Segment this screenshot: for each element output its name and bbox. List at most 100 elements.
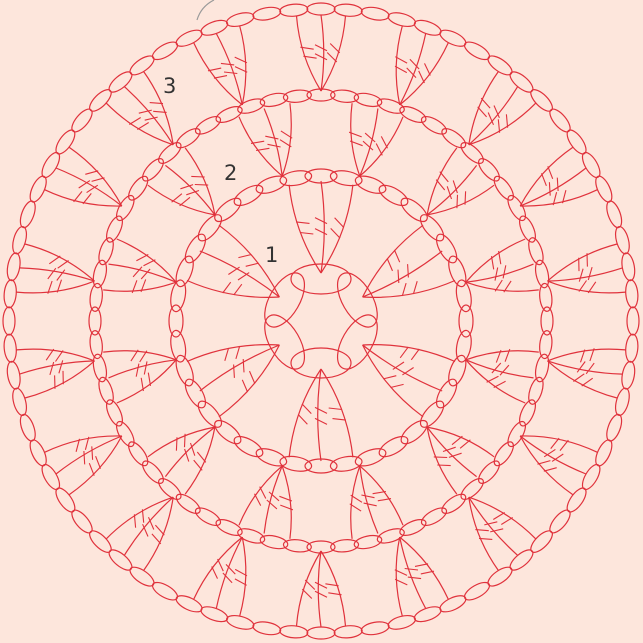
round-2-treble <box>282 103 291 176</box>
round-2-treble-bar <box>492 256 494 269</box>
round-1-treble-bar <box>234 365 235 378</box>
round-2-chain <box>169 305 183 337</box>
outer-edge-chain <box>604 199 625 229</box>
round-1-treble-bar <box>236 346 240 359</box>
round-2-treble-bar <box>191 176 204 177</box>
round-3-treble-bar <box>579 281 587 292</box>
round-2-treble-bar <box>185 434 186 447</box>
outer-edge-chain <box>592 438 615 468</box>
round-2-treble-bar <box>180 197 190 206</box>
round-3-treble-bar <box>542 173 547 186</box>
round-1-treble-bar <box>298 415 307 425</box>
round-3-chain <box>475 458 503 487</box>
round-3-treble <box>396 26 402 105</box>
round-3-treble-bar <box>586 363 594 374</box>
round-2-chain <box>181 231 209 266</box>
round-1-treble-bar <box>225 348 229 361</box>
round-2-treble <box>466 360 534 378</box>
round-3-treble-bar <box>85 171 98 175</box>
round-2-treble <box>360 109 378 177</box>
outer-edge-chain <box>625 334 639 363</box>
round-1-treble-bar <box>300 233 313 235</box>
round-2-treble <box>103 282 176 291</box>
outer-edge-chain <box>10 387 29 417</box>
round-3-treble <box>25 244 95 281</box>
round-2-treble <box>165 427 215 477</box>
round-2-treble-bar <box>195 185 208 186</box>
round-1-treble-bar <box>296 222 309 224</box>
round-3-treble-bar <box>506 114 507 127</box>
round-3-treble <box>400 537 449 599</box>
round-3-treble-bar <box>588 282 596 293</box>
round-3-treble-bar <box>46 349 54 360</box>
round-3-treble-bar <box>421 571 434 574</box>
round-label-2: 2 <box>224 161 237 185</box>
round-1-treble-bar <box>246 263 259 266</box>
outer-edge-chain <box>279 3 308 17</box>
round-label-1: 1 <box>265 243 278 267</box>
outer-edge-chain <box>86 527 114 555</box>
round-2-treble-bar <box>436 180 445 190</box>
round-2-treble <box>427 165 477 215</box>
round-2-treble-bar <box>434 457 447 458</box>
round-3-treble <box>321 551 346 626</box>
outer-edge-chain <box>360 620 390 637</box>
round-3-chain <box>491 439 517 469</box>
round-3-chain <box>103 398 125 428</box>
round-2-treble-bar <box>376 144 382 156</box>
round-3-treble <box>548 361 623 374</box>
round-3-treble-bar <box>92 446 93 459</box>
round-2-chain <box>376 433 411 461</box>
round-3-treble-bar <box>395 66 407 72</box>
outer-edge-chain <box>620 252 637 282</box>
outer-edge-chain <box>225 613 255 632</box>
round-1-treble-bar <box>223 282 231 293</box>
outer-edge-chain <box>3 307 15 335</box>
round-2-treble <box>427 185 494 215</box>
round-3-chain <box>125 439 151 469</box>
round-1-treble-bar <box>315 418 327 424</box>
outer-edge-chain <box>604 412 625 442</box>
round-3-treble-bar <box>419 71 425 83</box>
round-2-treble <box>427 427 494 457</box>
round-3-treble-bar <box>315 591 327 597</box>
round-2-chain <box>433 231 461 266</box>
round-2-treble-bar <box>503 265 506 278</box>
round-2-treble-bar <box>465 191 466 204</box>
round-3-treble <box>25 361 95 398</box>
round-2-chain <box>231 433 266 461</box>
outer-edge-chain <box>334 3 363 17</box>
round-1-treble-bar <box>387 259 392 271</box>
round-3-chain <box>398 516 428 538</box>
round-3-treble-bar <box>208 68 221 71</box>
round-3-treble-bar <box>330 44 340 53</box>
round-2-treble <box>264 109 282 177</box>
outer-edge-chain <box>86 86 114 114</box>
round-1-treble-bar <box>335 218 344 228</box>
round-3-treble-bar <box>89 463 94 476</box>
round-2-treble-bar <box>148 373 150 386</box>
outer-edge-chain <box>438 592 468 615</box>
round-3-treble <box>548 244 618 281</box>
round-1-treble-bar <box>398 270 399 283</box>
round-3-treble <box>56 436 122 474</box>
round-3-chain <box>193 113 223 137</box>
round-2-treble-bar <box>194 460 203 470</box>
round-2-treble <box>360 466 378 534</box>
round-3-treble-bar <box>221 63 234 65</box>
outer-edge-chain <box>625 279 639 308</box>
outer-edge-chain <box>546 507 573 536</box>
round-2-treble <box>185 148 215 215</box>
round-3-treble-bar <box>58 261 69 269</box>
round-1-treble-bar <box>242 380 247 392</box>
round-2-chain <box>211 416 245 447</box>
round-3-treble-bar <box>478 107 487 117</box>
round-3-treble-bar <box>544 468 557 472</box>
yarn-tail <box>197 0 214 20</box>
round-2-treble-bar <box>452 436 462 445</box>
round-1-treble <box>187 281 279 298</box>
round-2-treble-bar <box>364 503 377 506</box>
round-3-treble-bar <box>538 461 551 465</box>
round-3-treble-bar <box>560 440 568 451</box>
outer-edge-chain <box>252 5 282 22</box>
